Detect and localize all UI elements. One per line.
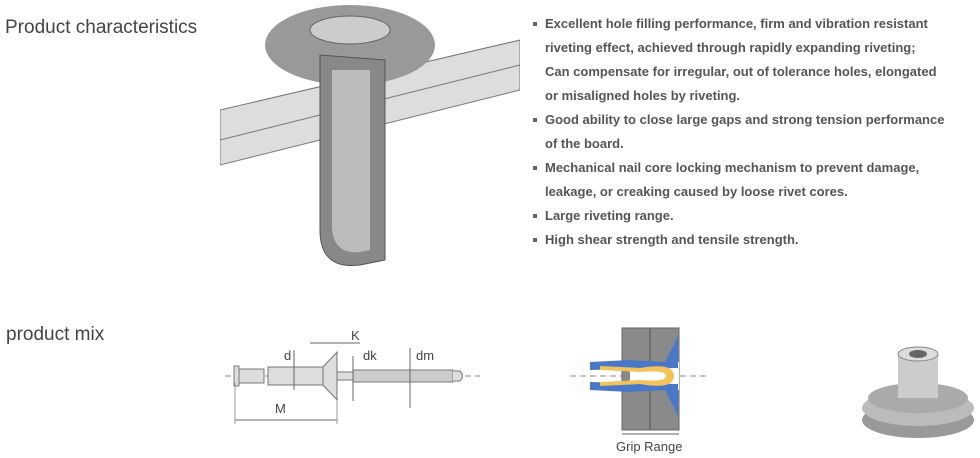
installed-rivet-photo (862, 346, 974, 438)
feature-item: High shear strength and tensile strength… (530, 228, 975, 252)
feature-item: Good ability to close large gaps and str… (530, 108, 975, 156)
label-dk: dk (363, 348, 377, 363)
feature-item: Mechanical nail core locking mechanism t… (530, 156, 975, 204)
heading-product-mix: product mix (6, 324, 105, 345)
feature-item: Large riveting range. (530, 204, 975, 228)
rivet-dimension-drawing: K d dk dm M (225, 328, 480, 424)
label-K: K (351, 328, 360, 343)
rivet-cutaway-illustration (220, 5, 520, 267)
feature-list: Excellent hole filling performance, firm… (530, 12, 975, 252)
label-grip-range: Grip Range (616, 439, 682, 454)
heading-product-characteristics: Product characteristics (5, 17, 198, 38)
label-dm: dm (416, 348, 434, 363)
label-M: M (275, 401, 286, 416)
feature-item: Excellent hole filling performance, firm… (530, 12, 975, 108)
label-d: d (284, 348, 291, 363)
grip-range-drawing: Grip Range (570, 327, 710, 454)
